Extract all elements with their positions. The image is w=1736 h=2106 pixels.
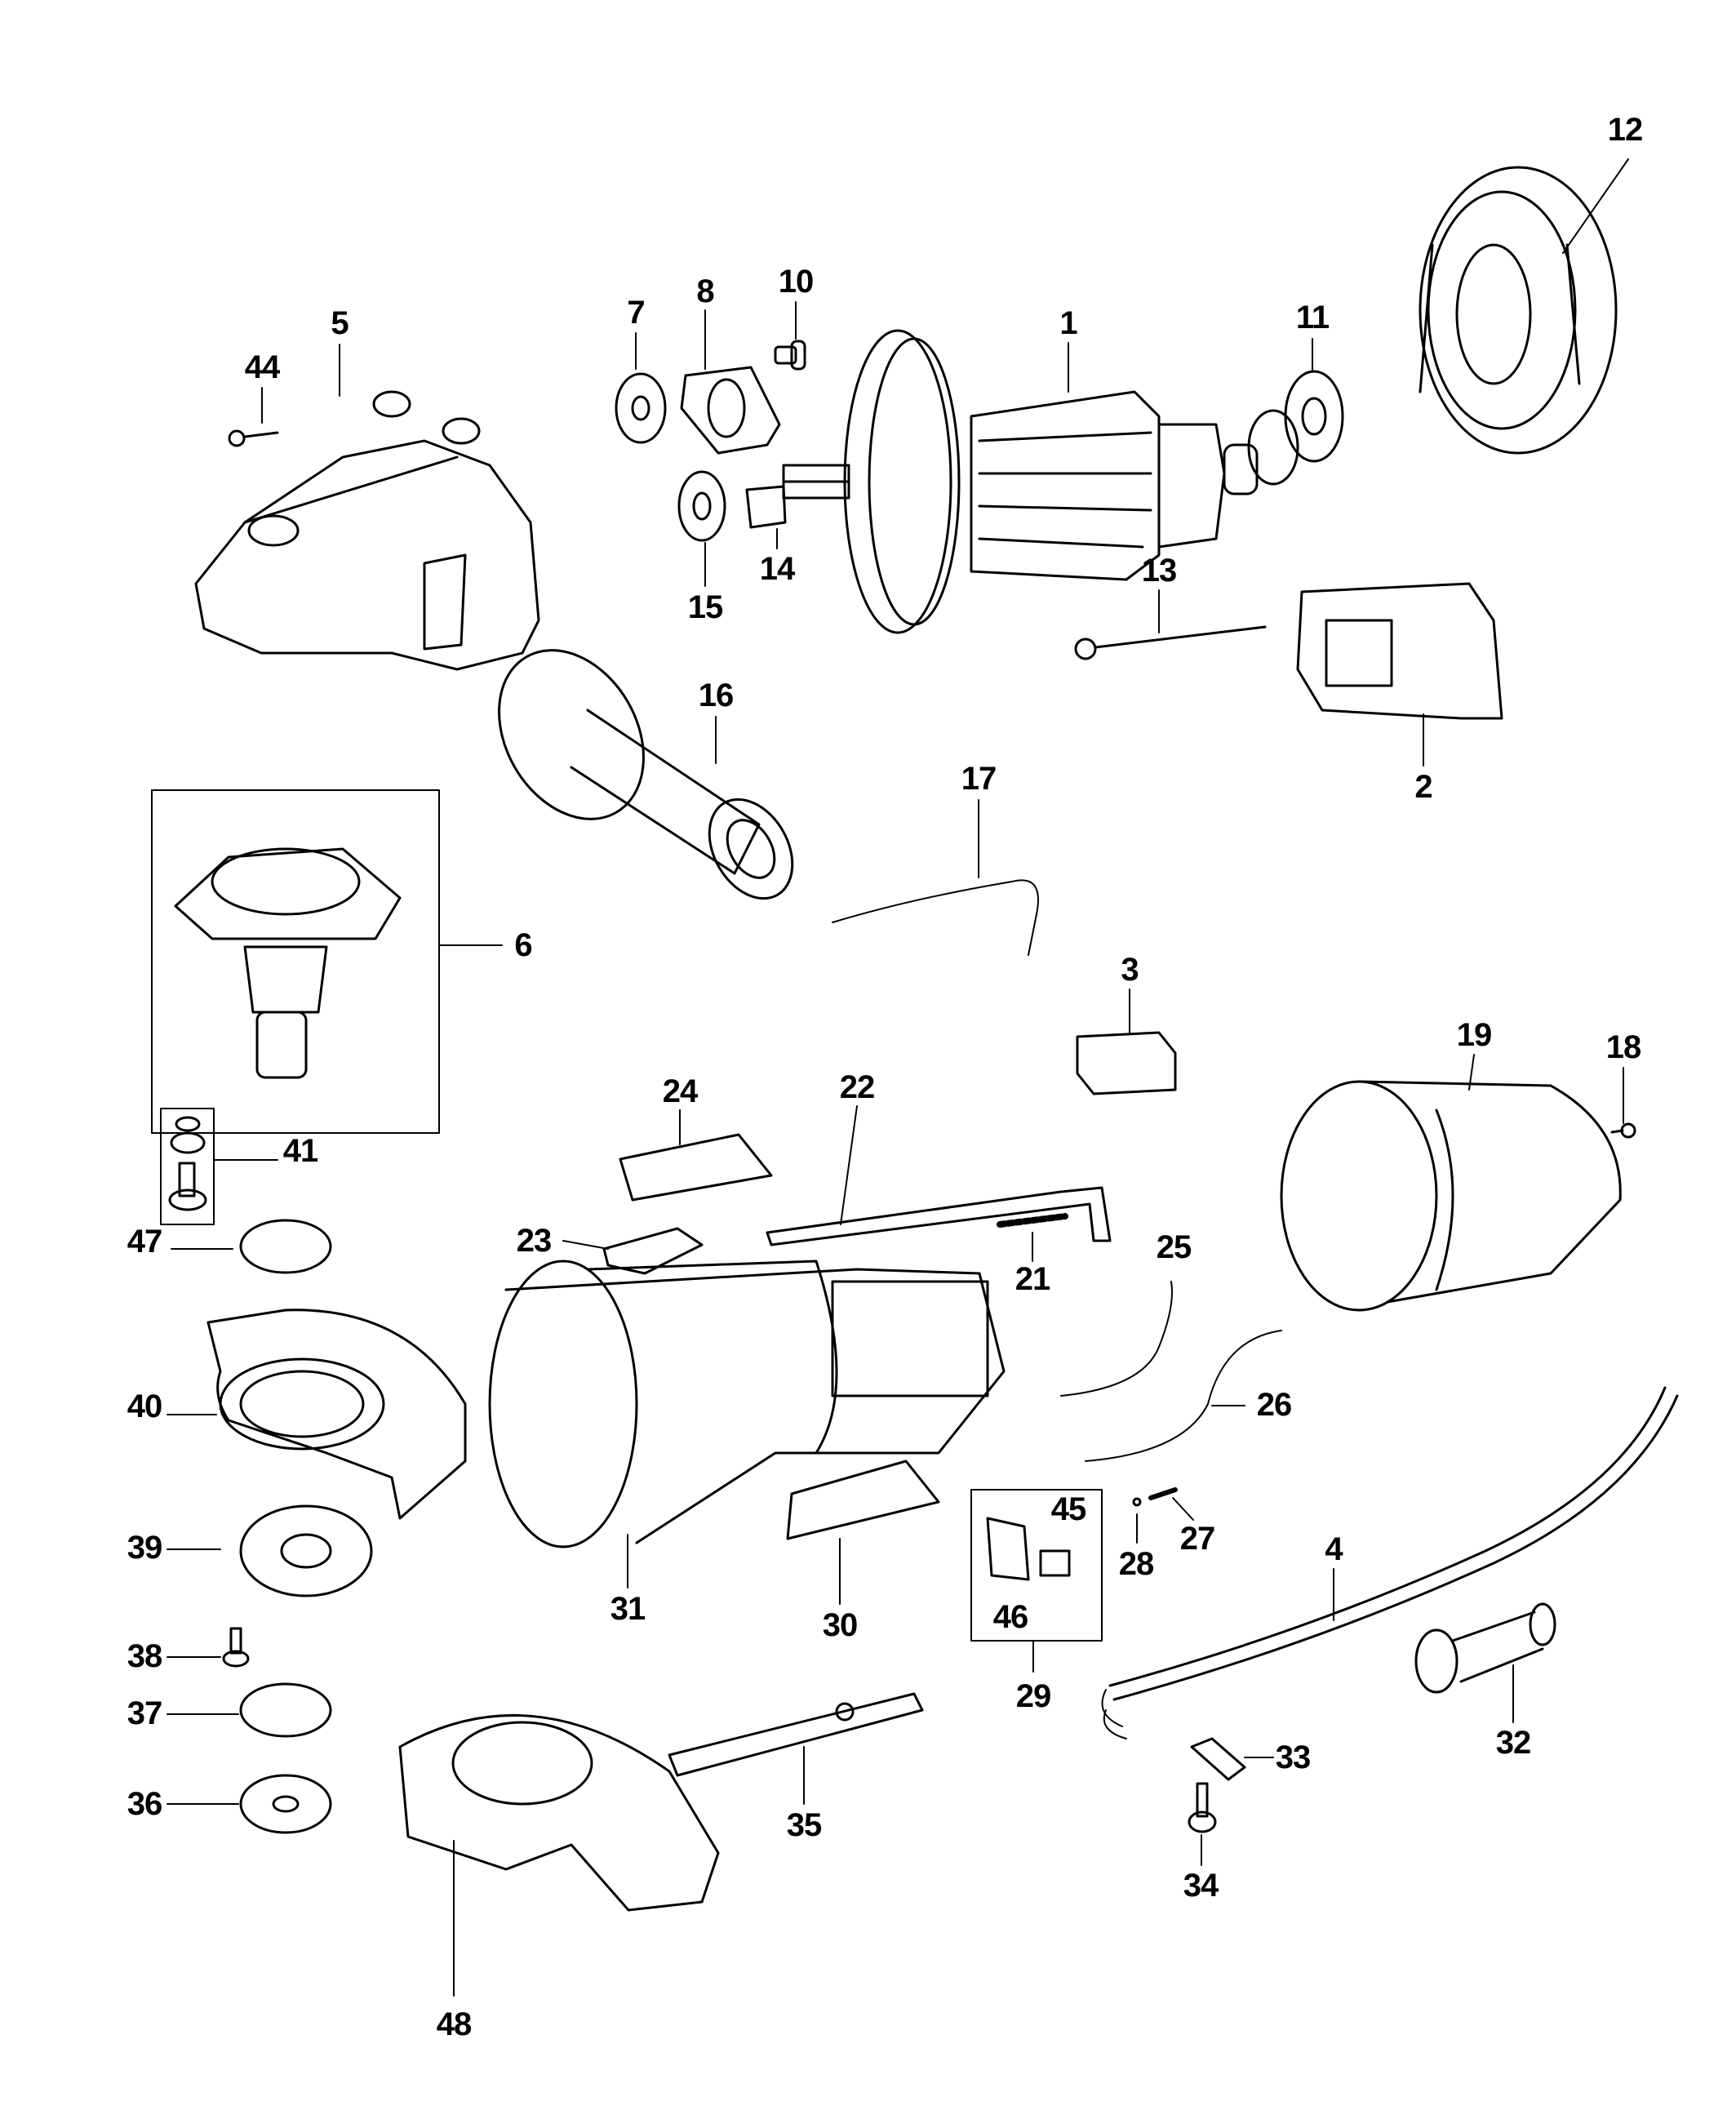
callout-36: 36 xyxy=(127,1786,162,1822)
part-47-retaining-clip xyxy=(171,1220,331,1273)
part-31-housing xyxy=(490,1261,1004,1588)
part-34-screw xyxy=(1189,1784,1215,1865)
callout-7: 7 xyxy=(627,295,645,331)
callout-38: 38 xyxy=(127,1638,162,1674)
callout-6: 6 xyxy=(514,927,532,963)
part-15-nut xyxy=(679,472,725,586)
callout-10: 10 xyxy=(778,264,814,300)
callout-11: 11 xyxy=(1295,300,1330,335)
part-1-armature xyxy=(784,331,1298,633)
callout-40: 40 xyxy=(127,1388,162,1424)
part-40-guard xyxy=(167,1310,465,1518)
part-28-washer xyxy=(1134,1499,1140,1543)
callout-33: 33 xyxy=(1275,1739,1311,1775)
callout-31: 31 xyxy=(610,1591,646,1627)
part-33-cord-clamp xyxy=(1192,1739,1273,1779)
part-17-lead-assembly xyxy=(832,800,1038,955)
callout-14: 14 xyxy=(759,551,795,587)
callout-24: 24 xyxy=(662,1073,698,1109)
part-3-brush xyxy=(1077,989,1175,1094)
part-37-outer-flange xyxy=(167,1684,331,1736)
callout-17: 17 xyxy=(961,761,997,797)
part-14-pinion xyxy=(747,487,785,549)
callout-35: 35 xyxy=(786,1807,822,1843)
part-44-screw xyxy=(229,388,277,446)
callout-46: 46 xyxy=(992,1599,1028,1635)
part-5-gear-case xyxy=(196,344,539,669)
callout-16: 16 xyxy=(698,678,734,713)
part-30-nameplate xyxy=(788,1461,939,1604)
part-2-field xyxy=(1298,584,1502,766)
callout-32: 32 xyxy=(1495,1725,1531,1761)
part-26-lead xyxy=(1086,1331,1281,1461)
part-8-bearing-plate xyxy=(682,310,779,453)
part-39-backing-plate xyxy=(167,1506,371,1596)
part-12-fan-baffle xyxy=(1420,159,1628,453)
callout-5: 5 xyxy=(331,305,349,341)
callout-2: 2 xyxy=(1414,769,1432,805)
callout-27: 27 xyxy=(1179,1521,1215,1557)
callout-12: 12 xyxy=(1607,112,1643,148)
part-25-lead xyxy=(1061,1282,1172,1396)
callout-37: 37 xyxy=(127,1695,162,1731)
callout-30: 30 xyxy=(822,1607,858,1643)
callout-47: 47 xyxy=(127,1224,162,1260)
callout-48: 48 xyxy=(436,2006,472,2042)
part-23-switch-button xyxy=(563,1228,702,1273)
part-7-bearing xyxy=(616,333,665,442)
part-29-brush-holder-kit xyxy=(971,1490,1102,1672)
part-24-label xyxy=(620,1110,771,1200)
callout-18: 18 xyxy=(1605,1029,1641,1065)
part-32-cord-protector xyxy=(1416,1604,1555,1722)
part-35-spanner xyxy=(669,1694,922,1804)
part-21-spring xyxy=(1000,1216,1065,1261)
part-4-cord xyxy=(1103,1388,1678,1739)
callout-19: 19 xyxy=(1456,1017,1492,1053)
callout-45: 45 xyxy=(1050,1491,1086,1527)
callout-28: 28 xyxy=(1118,1546,1154,1582)
part-16-side-handle xyxy=(470,624,810,913)
part-11-bearing xyxy=(1285,339,1343,461)
part-18-screw xyxy=(1612,1068,1635,1137)
callout-4: 4 xyxy=(1325,1531,1343,1567)
callout-26: 26 xyxy=(1256,1387,1292,1423)
callout-23: 23 xyxy=(516,1223,552,1259)
part-22-switch-rod xyxy=(767,1106,1110,1245)
callout-13: 13 xyxy=(1141,553,1177,589)
callout-34: 34 xyxy=(1183,1868,1219,1904)
callout-21: 21 xyxy=(1015,1261,1050,1297)
part-19-end-cap xyxy=(1281,1055,1620,1310)
callout-29: 29 xyxy=(1015,1678,1051,1714)
part-41-screw-kit xyxy=(161,1109,277,1224)
part-6-gear-assembly xyxy=(152,790,502,1133)
callout-41: 41 xyxy=(282,1133,318,1169)
callout-8: 8 xyxy=(696,273,714,309)
part-13-screw xyxy=(1076,590,1265,659)
part-48-guard xyxy=(400,1715,718,1996)
callout-22: 22 xyxy=(839,1069,875,1105)
callout-44: 44 xyxy=(244,349,280,385)
callout-3: 3 xyxy=(1121,952,1139,988)
callout-25: 25 xyxy=(1156,1229,1192,1265)
callout-15: 15 xyxy=(687,589,723,625)
callout-1: 1 xyxy=(1059,305,1077,341)
part-27-screw xyxy=(1151,1490,1193,1520)
part-36-inner-flange xyxy=(167,1775,331,1833)
part-38-screw xyxy=(167,1628,248,1666)
callout-39: 39 xyxy=(127,1530,162,1566)
part-10-screw xyxy=(775,302,805,369)
